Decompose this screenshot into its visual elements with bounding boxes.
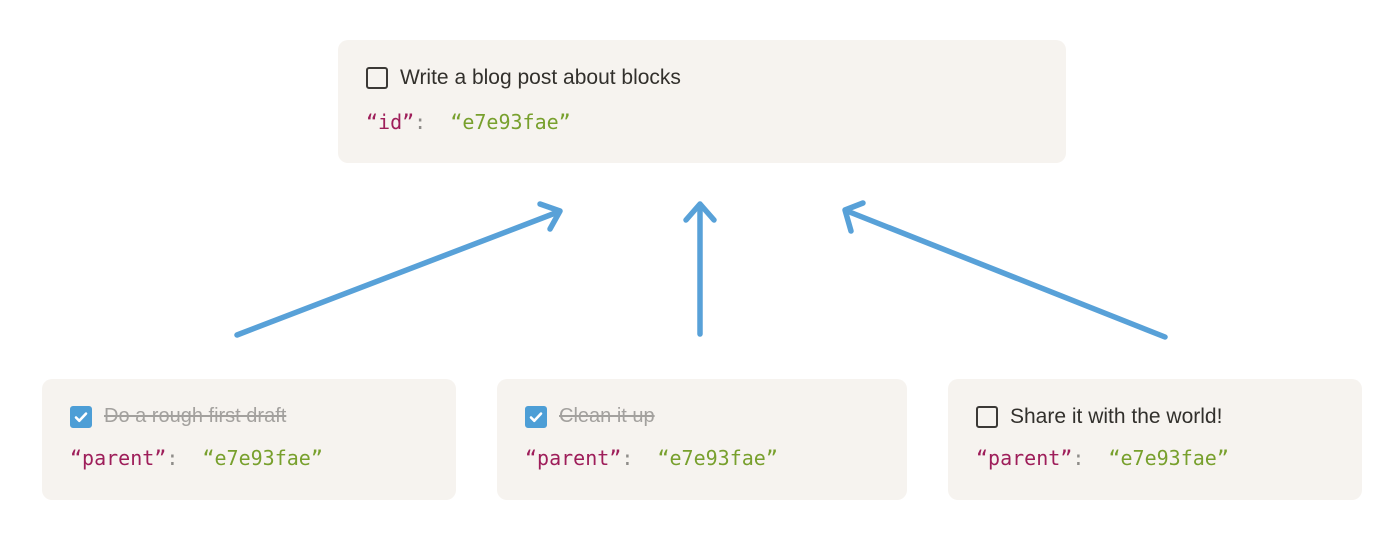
block-parent-code: “parent”: “e7e93fae” bbox=[525, 446, 879, 470]
block-parent-code: “parent”: “e7e93fae” bbox=[976, 446, 1334, 470]
todo-row: Clean it up bbox=[525, 405, 879, 428]
arrow-from-first-draft bbox=[234, 201, 563, 338]
todo-checkbox[interactable] bbox=[70, 405, 92, 428]
code-value: “e7e93fae” bbox=[450, 110, 571, 134]
code-space bbox=[1084, 446, 1108, 470]
todo-checkbox[interactable] bbox=[366, 66, 388, 89]
code-colon: : bbox=[166, 446, 179, 470]
child-block-card: Do a rough first draft “parent”: “e7e93f… bbox=[42, 379, 456, 500]
arrow-from-share-it bbox=[842, 200, 1168, 340]
code-value: “e7e93fae” bbox=[657, 446, 778, 470]
code-space bbox=[178, 446, 202, 470]
todo-row: Do a rough first draft bbox=[70, 405, 428, 428]
code-key: “parent” bbox=[976, 446, 1073, 470]
code-value: “e7e93fae” bbox=[1108, 446, 1229, 470]
todo-checkbox[interactable] bbox=[525, 405, 547, 428]
checkmark-icon bbox=[74, 411, 88, 422]
code-colon: : bbox=[414, 110, 427, 134]
todo-row: Write a blog post about blocks bbox=[366, 66, 1038, 89]
code-space bbox=[633, 446, 657, 470]
parent-block-card: Write a blog post about blocks “id”: “e7… bbox=[338, 40, 1066, 163]
code-colon: : bbox=[621, 446, 634, 470]
code-key: “parent” bbox=[70, 446, 167, 470]
child-block-card: Share it with the world! “parent”: “e7e9… bbox=[948, 379, 1362, 500]
block-id-code: “id”: “e7e93fae” bbox=[366, 110, 1038, 134]
todo-checkbox[interactable] bbox=[976, 405, 998, 428]
block-parent-code: “parent”: “e7e93fae” bbox=[70, 446, 428, 470]
code-key: “id” bbox=[366, 110, 415, 134]
checkmark-icon bbox=[529, 411, 543, 422]
code-colon: : bbox=[1072, 446, 1085, 470]
code-value: “e7e93fae” bbox=[202, 446, 323, 470]
todo-title: Write a blog post about blocks bbox=[400, 66, 681, 89]
child-block-card: Clean it up “parent”: “e7e93fae” bbox=[497, 379, 907, 500]
todo-title: Share it with the world! bbox=[1010, 405, 1223, 428]
arrow-from-clean-it-up bbox=[683, 201, 717, 337]
code-key: “parent” bbox=[525, 446, 622, 470]
todo-title: Do a rough first draft bbox=[104, 405, 287, 427]
todo-row: Share it with the world! bbox=[976, 405, 1334, 428]
todo-title: Clean it up bbox=[559, 405, 655, 427]
code-space bbox=[426, 110, 450, 134]
